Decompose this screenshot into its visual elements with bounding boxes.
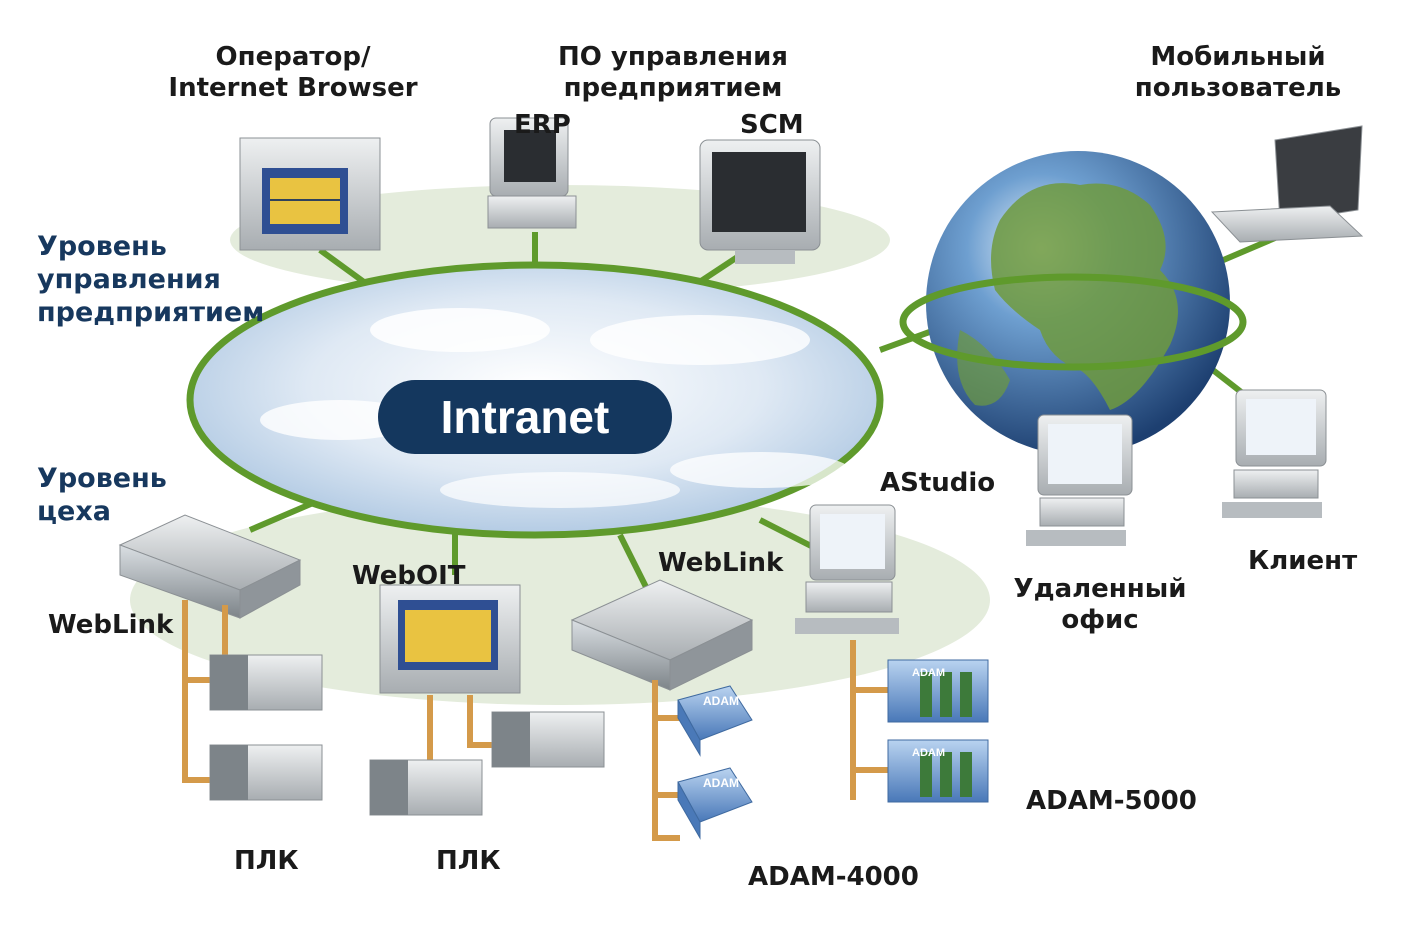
plc-module (209, 744, 323, 801)
fieldbus-links (182, 600, 888, 841)
plc-center-label: ПЛК (436, 846, 501, 876)
plc-module (369, 759, 483, 816)
enterprise-software-line-2: предприятием (563, 73, 783, 103)
erp-label: ERP (514, 110, 571, 140)
adam-logo: ADAM (912, 667, 945, 679)
weblink-left-device (118, 514, 302, 619)
enterprise-software-label: ПО управления предприятием (548, 42, 798, 104)
scm-monitor (699, 139, 821, 264)
weboit-panel (379, 584, 521, 694)
adam-5000-module: ADAM (887, 659, 989, 723)
weblink-center-device (570, 579, 754, 691)
remote-office-label: Удаленный офис (1010, 574, 1190, 636)
weboit-label: WebOIT (352, 561, 466, 591)
erp-computer (487, 117, 577, 229)
shop-level-caption: Уровень цеха (37, 462, 167, 528)
mobile-user-label: Мобильный пользователь (1128, 42, 1348, 104)
internet-globe (899, 151, 1247, 455)
enterprise-software-line-1: ПО управления (558, 42, 788, 72)
adam-logo: ADAM (703, 776, 739, 790)
laptop (1210, 125, 1364, 243)
shop-level-line-2: цеха (37, 496, 111, 527)
shop-level-line-1: Уровень (37, 463, 167, 494)
astudio-label: AStudio (880, 468, 996, 498)
operator-label: Оператор/ Internet Browser (168, 42, 418, 104)
operator-panel-device (239, 137, 381, 251)
enterprise-level-line-2: управления (37, 264, 221, 295)
weblink-center-label: WebLink (658, 548, 784, 578)
remote-office-line-1: Удаленный (1013, 574, 1187, 604)
scm-label: SCM (740, 110, 804, 140)
mobile-user-line-1: Мобильный (1150, 42, 1326, 72)
adam-4000-module: ADAM (677, 767, 753, 840)
intranet-badge: Intranet (378, 380, 672, 454)
enterprise-level-line-1: Уровень (37, 231, 167, 262)
adam-logo: ADAM (703, 694, 739, 708)
operator-label-line-1: Оператор/ (215, 42, 371, 72)
client-label: Клиент (1248, 546, 1358, 576)
plc-module (491, 711, 605, 768)
remote-office-line-2: офис (1061, 605, 1139, 635)
remote-office-computer (1026, 414, 1133, 546)
shop-level-plane (130, 495, 990, 705)
plc-left-label: ПЛК (234, 846, 299, 876)
adam-logo: ADAM (912, 747, 945, 759)
adam-4000-module: ADAM (677, 685, 753, 757)
adam-5000-label: ADAM-5000 (1026, 786, 1197, 816)
adam-4000-label: ADAM-4000 (748, 862, 919, 892)
astudio-computer (795, 504, 899, 634)
operator-label-line-2: Internet Browser (168, 73, 418, 103)
enterprise-level-caption: Уровень управления предприятием (37, 230, 264, 329)
client-computer (1222, 389, 1327, 518)
enterprise-level-line-3: предприятием (37, 297, 265, 328)
plc-module (209, 654, 323, 711)
adam-5000-module: ADAM (887, 739, 989, 803)
mobile-user-line-2: пользователь (1134, 73, 1342, 103)
weblink-left-label: WebLink (48, 610, 174, 640)
